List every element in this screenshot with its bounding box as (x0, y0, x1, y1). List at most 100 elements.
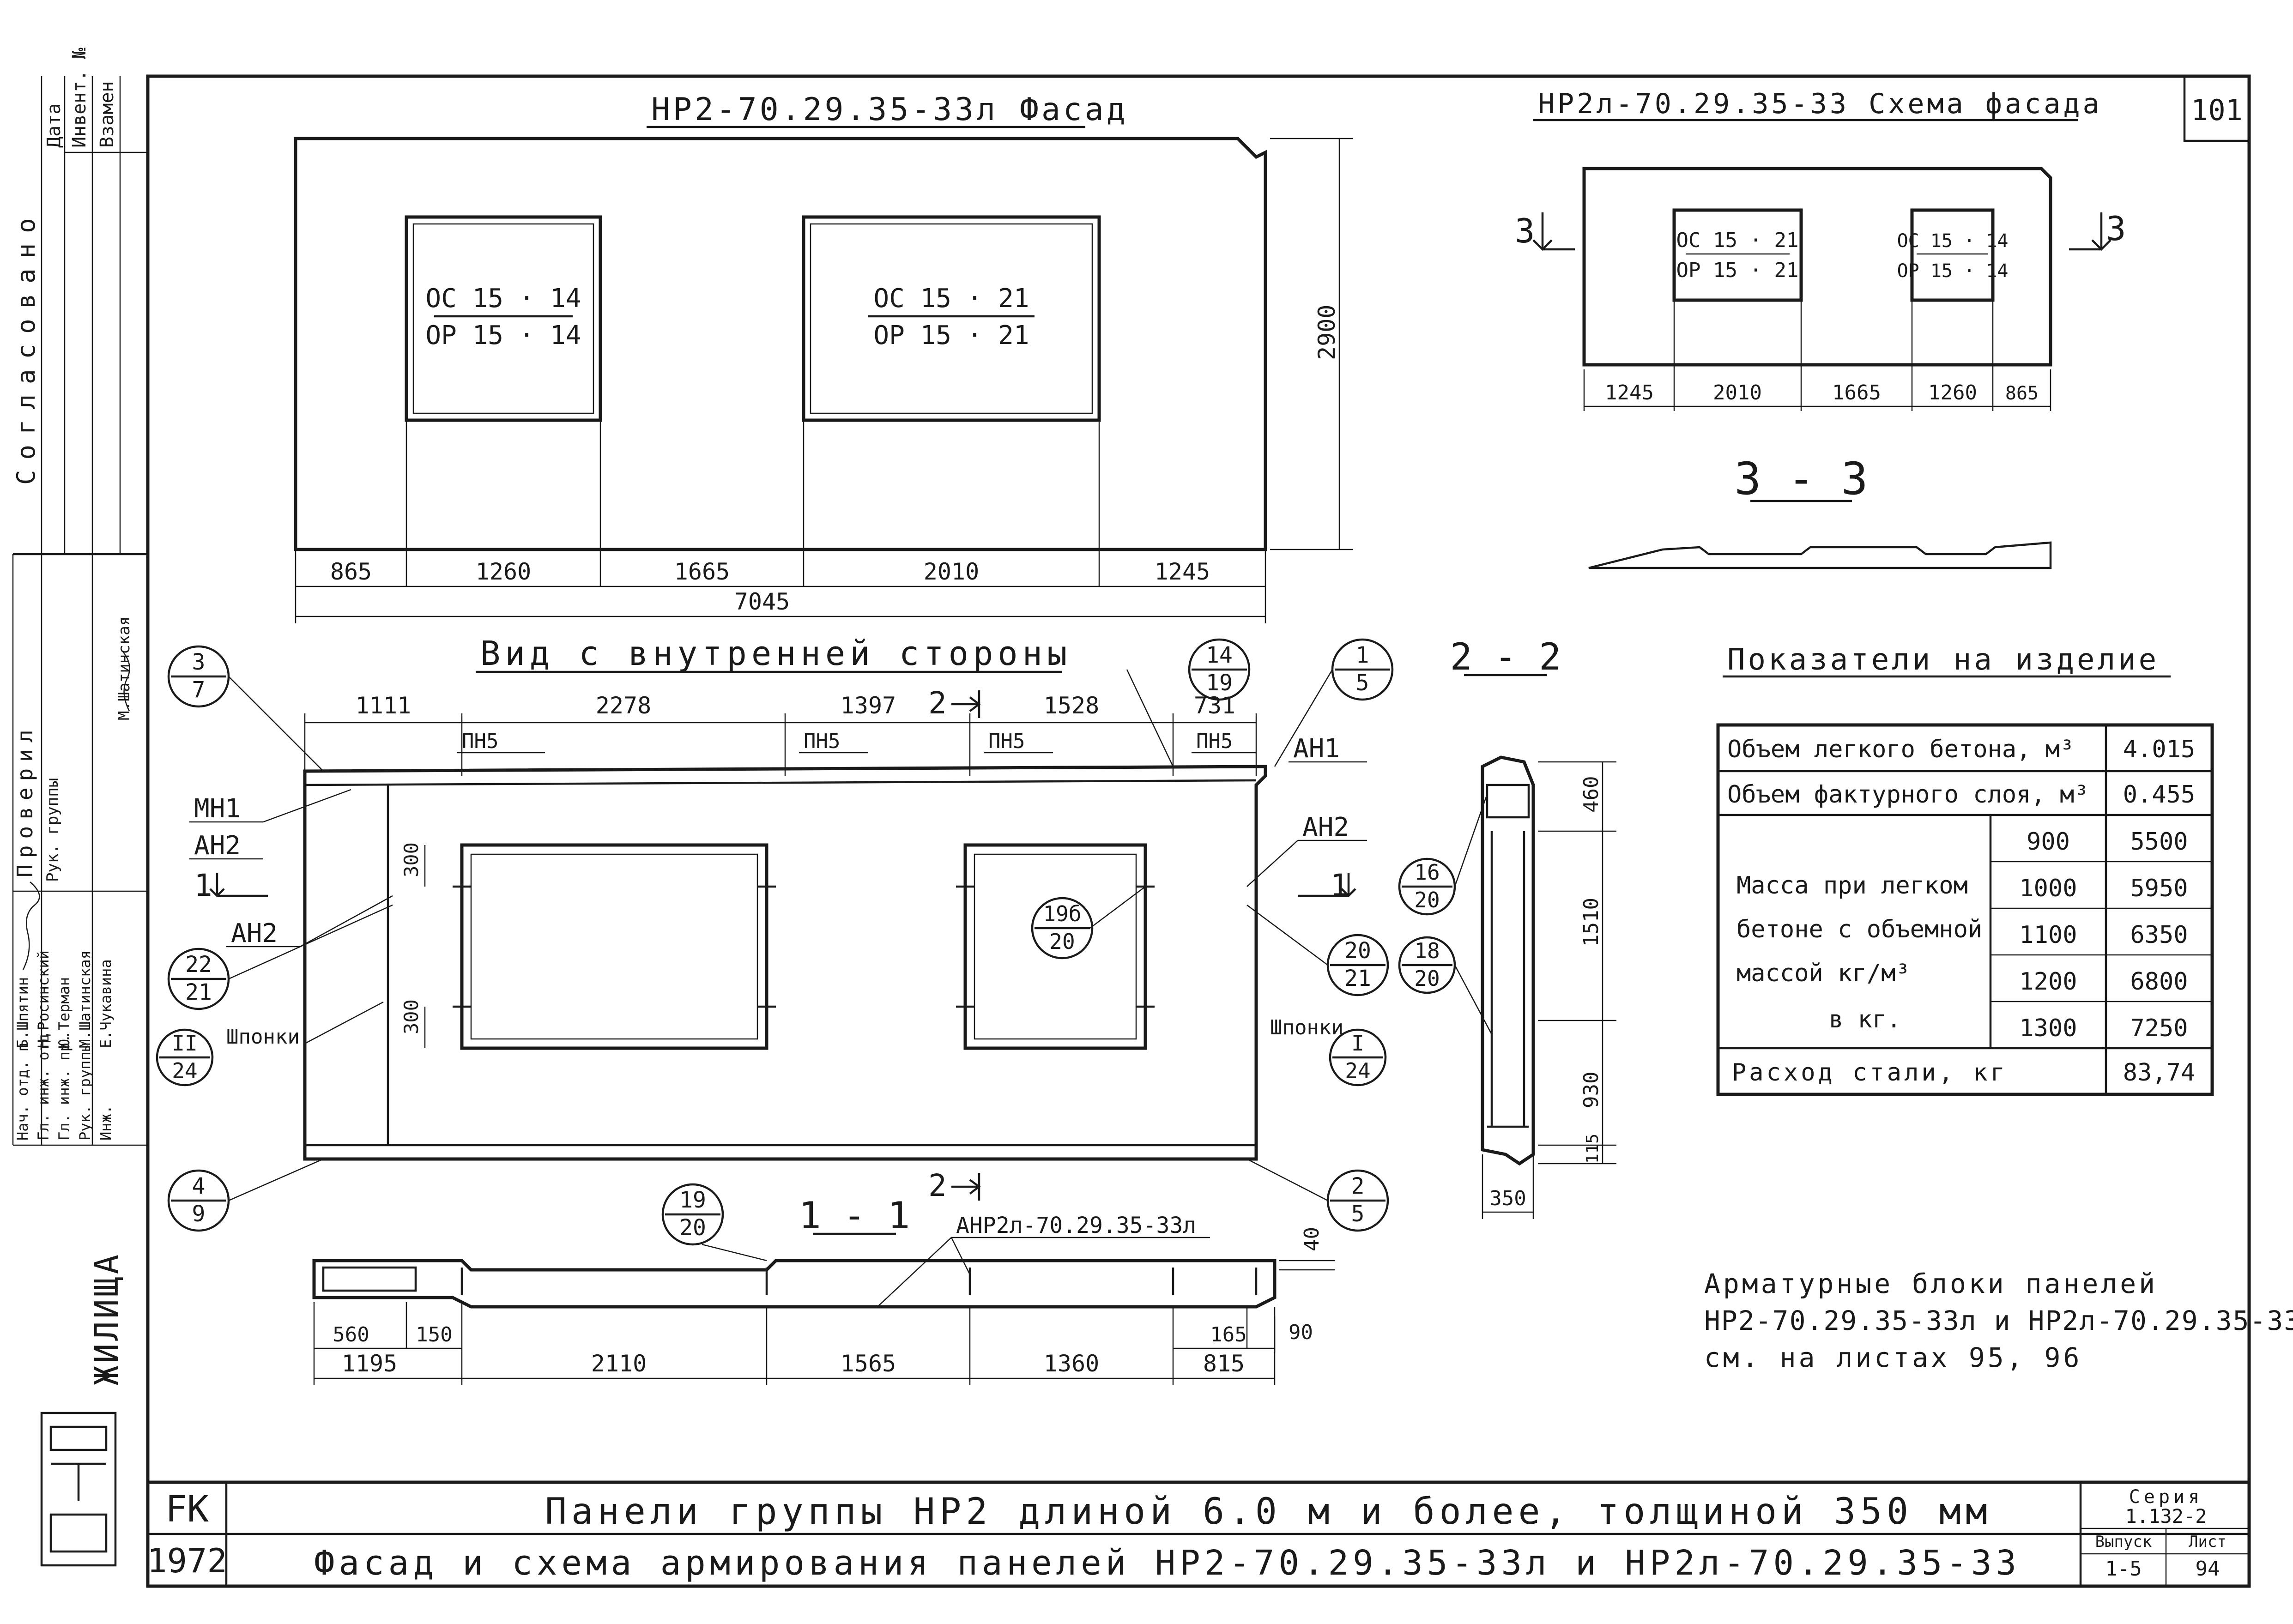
sheet-number-box (2183, 75, 2251, 142)
dim-90: 90 (1289, 1321, 1313, 1344)
svg-text:I: I (1351, 1031, 1364, 1056)
section-22-view: 2 - 2 460 1510 930 115 350 16 20 18 20 (1398, 635, 1616, 1219)
scheme-dim: 1665 (1832, 381, 1881, 404)
svg-text:2: 2 (1351, 1173, 1365, 1199)
stamp-row: Гл. инж. отд Н.Росинский (35, 950, 52, 1141)
section-11-dim: 1565 (841, 1350, 896, 1377)
callout-bubble: 19б 20 (1031, 886, 1146, 960)
steel-label: Расход стали, кг (1732, 1059, 2008, 1087)
svg-text:1: 1 (1356, 642, 1369, 668)
svg-text:1200: 1200 (2019, 968, 2077, 996)
list-label: Лист (2189, 1533, 2226, 1551)
svg-text:5: 5 (1356, 670, 1369, 696)
series-label: Серия (2129, 1486, 2203, 1508)
sheet-title-line1: Панели группы НР2 длиной 6.0 м и более, … (545, 1491, 1992, 1533)
signature (22, 881, 40, 970)
year: 1972 (147, 1541, 227, 1580)
facade-dim: 1665 (674, 558, 730, 585)
inner-view: Вид с внутренней стороны 1111 2278 1397 … (156, 634, 1394, 1232)
scheme-cut-left: 3 (1515, 211, 1535, 250)
light-concrete-value: 4.015 (2123, 736, 2196, 763)
section-22-dim: 930 (1579, 1072, 1603, 1108)
steel-value: 83,74 (2123, 1059, 2196, 1087)
svg-text:20: 20 (1344, 938, 1371, 964)
section-11-profile (312, 1259, 1277, 1309)
inner-top-dim: 1111 (356, 692, 411, 719)
svg-text:Ю.Терман: Ю.Терман (55, 977, 73, 1048)
svg-text:Рук. группы: Рук. группы (76, 1043, 94, 1141)
svg-text:Н.Росинский: Н.Росинский (35, 950, 52, 1048)
cut1-label: 1 (1330, 868, 1349, 903)
sheet-frame (146, 74, 2251, 1588)
scheme-dim: 1245 (1605, 381, 1654, 404)
anr-label: АНР2л-70.29.35-33л (956, 1213, 1196, 1238)
section-22-dim: 460 (1579, 776, 1603, 813)
svg-text:6800: 6800 (2130, 968, 2188, 996)
mass-label: Масса при легком (1736, 872, 1968, 900)
table-row: 1100 6350 (2019, 921, 2188, 949)
scheme-win1-top: ОС 15 · 21 (1676, 229, 1799, 252)
callout-bubble: 19 20 (661, 1183, 767, 1262)
dim-150: 150 (416, 1323, 452, 1346)
section-33-profile (1588, 541, 2052, 569)
stamp-row: Рук. группы М.Шатинская (76, 950, 94, 1141)
facade-total: 7045 (734, 588, 790, 615)
dim-165: 165 (1210, 1323, 1246, 1346)
left-stamp: Согласовано Дата Инвент. № Взамен Провер… (12, 48, 148, 1567)
svg-text:16: 16 (1414, 860, 1440, 885)
callout-bubble: 14 19 (1126, 638, 1251, 767)
svg-text:Гл. инж. пр.: Гл. инж. пр. (55, 1034, 73, 1141)
stamp-checked-role: Рук. группы (43, 778, 62, 882)
pn-label: ПН5 (1196, 730, 1233, 753)
an1-label: АН1 (1293, 734, 1340, 764)
mass-label: в кг. (1829, 1006, 1901, 1033)
note-line: Арматурные блоки панелей (1704, 1268, 2158, 1299)
facing-layer-value: 0.455 (2123, 781, 2196, 809)
indicators-table: Показатели на изделие Объем легкого бето… (1716, 643, 2214, 1096)
svg-text:19: 19 (679, 1187, 706, 1213)
series-value: 1.132-2 (2125, 1505, 2207, 1527)
facade-dim: 865 (330, 558, 372, 585)
svg-text:9: 9 (192, 1201, 206, 1227)
svg-text:19б: 19б (1043, 901, 1081, 926)
scheme-win1-bot: ОР 15 · 21 (1676, 259, 1799, 282)
note-line: см. на листах 95, 96 (1704, 1342, 2082, 1373)
indicators-title: Показатели на изделие (1727, 643, 2159, 677)
svg-text:21: 21 (185, 979, 212, 1005)
svg-text:5950: 5950 (2130, 875, 2188, 902)
note-block: Арматурные блоки панелей НР2-70.29.35-33… (1704, 1268, 2293, 1373)
facade-win2-bot: ОР 15 · 21 (873, 320, 1029, 350)
facade-win1-top: ОС 15 · 14 (425, 284, 581, 314)
callout-bubble: II 24 (156, 1028, 214, 1087)
callout-bubble: 4 9 (167, 1158, 324, 1232)
stamp-checked-name: М.Шатинская (115, 616, 133, 720)
sheet-title-line2: Фасад и схема армирования панелей НР2-70… (314, 1543, 2021, 1583)
scheme-dim: 2010 (1713, 381, 1762, 404)
svg-text:1300: 1300 (2019, 1014, 2077, 1042)
svg-text:18: 18 (1414, 938, 1440, 963)
inner-top-dim: 1397 (841, 692, 896, 719)
scheme-view: НР2л-70.29.35-33 Схема фасада ОС 15 · 21… (1515, 88, 2126, 569)
section-11-cut: 2 (928, 1168, 947, 1203)
section-11-dim: 1360 (1044, 1350, 1099, 1377)
callout-bubble: 2 5 (1246, 1158, 1389, 1232)
an2-label: АН2 (231, 918, 278, 948)
section-22-dim: 1510 (1579, 898, 1603, 947)
an2-label: АН2 (1302, 812, 1349, 842)
light-concrete-label: Объем легкого бетона, м³ (1727, 736, 2074, 763)
section-22-width: 350 (1489, 1187, 1526, 1210)
table-row: 1200 6800 (2019, 968, 2188, 996)
sheet-number: 101 (2191, 93, 2243, 127)
cut1-label: 1 (194, 868, 212, 903)
facade-view: НР2-70.29.35-33л Фасад ОС 15 · 14 ОР 15 … (294, 91, 1353, 623)
dim-560: 560 (333, 1323, 369, 1346)
dim-300: 300 (400, 999, 423, 1034)
svg-text:20: 20 (1414, 966, 1440, 991)
org-name: ЖИЛИЩА (88, 1252, 126, 1385)
svg-text:900: 900 (2027, 828, 2070, 856)
svg-text:1000: 1000 (2019, 875, 2077, 902)
section-33-title: 3 - 3 (1735, 453, 1868, 505)
shponki-label: Шпонки (226, 1025, 300, 1049)
pn-label: ПН5 (804, 730, 840, 753)
